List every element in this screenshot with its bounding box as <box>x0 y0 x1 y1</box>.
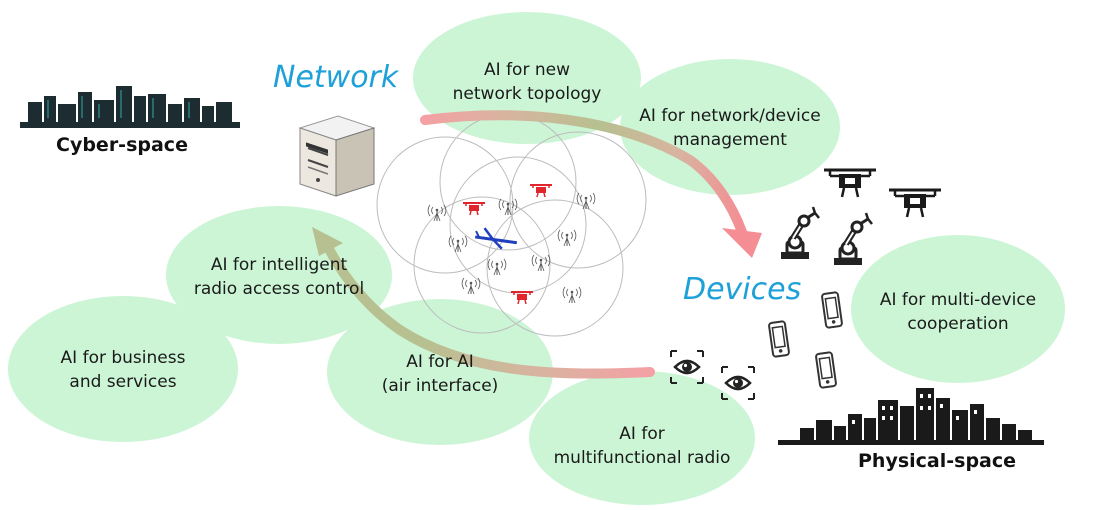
cyber-space-label: Cyber-space <box>56 134 188 156</box>
arrow-devices-to-network <box>323 242 655 379</box>
bubble-line: management <box>673 130 787 150</box>
robot-arms <box>781 207 872 265</box>
arrow-network-to-devices <box>420 110 747 237</box>
bubble-line: and services <box>69 372 177 392</box>
bubble-line: AI for new <box>484 60 570 80</box>
bubble-text-multifunctional: AI for multifunctional radio <box>542 422 742 470</box>
bubble-line: AI for business <box>60 348 186 368</box>
bubble-line: AI for intelligent <box>210 255 348 275</box>
antenna-icon <box>557 229 577 247</box>
flow-arrows <box>312 110 762 379</box>
drone-icon <box>887 188 943 219</box>
bubble-business <box>8 296 238 442</box>
drone-icon <box>529 184 553 198</box>
bubble-line: radio access control <box>193 279 365 299</box>
bubble-multi-device <box>851 235 1065 383</box>
bubble-multifunctional <box>529 371 755 505</box>
drone-icon <box>822 168 878 199</box>
bubble-air-interface <box>327 299 553 445</box>
robot-arm-icon <box>781 207 819 259</box>
bubble-line: AI for network/device <box>639 106 821 126</box>
arrow-head-network <box>312 227 343 256</box>
antenna-icon <box>487 258 507 276</box>
smartphone-icon <box>814 351 838 389</box>
drone-icon <box>510 291 534 305</box>
bubble-line: AI for AI <box>406 352 474 372</box>
bubble-line: (air interface) <box>381 376 499 396</box>
smartphone-icon <box>820 291 844 329</box>
bubble-text-air-interface: AI for AI (air interface) <box>340 350 540 398</box>
bubble-net-device-mgmt <box>620 59 840 195</box>
physical-space-label: Physical-space <box>858 450 1017 472</box>
server-icon <box>298 115 376 197</box>
arrow-head-devices <box>722 228 762 258</box>
drone-icon <box>462 202 486 216</box>
bubble-line: multifunctional radio <box>553 448 731 468</box>
bubble-text-radio-access: AI for intelligent radio access control <box>174 253 384 301</box>
robot-arm-icon <box>834 213 872 265</box>
bubble-line: network topology <box>452 84 602 104</box>
network-title: Network <box>273 60 399 95</box>
antenna-icon <box>461 277 481 295</box>
bubble-text-net-device-mgmt: AI for network/device management <box>620 104 840 152</box>
physical-skyline-icon <box>778 388 1044 445</box>
antenna-icon <box>562 286 582 304</box>
bubble-line: cooperation <box>907 314 1009 334</box>
large-drones <box>822 168 943 219</box>
bubble-line: AI for multi-device <box>879 290 1037 310</box>
antenna-icon <box>427 204 447 222</box>
bubble-line: AI for <box>619 424 665 444</box>
bubble-text-new-topology: AI for new network topology <box>427 58 627 106</box>
cyber-skyline-icon <box>20 86 240 128</box>
antenna-icon <box>576 192 596 210</box>
antenna-icon <box>498 198 518 216</box>
bubble-text-multi-device: AI for multi-device cooperation <box>858 288 1058 336</box>
devices-title: Devices <box>683 272 802 307</box>
airplane-icon <box>475 227 518 250</box>
bubble-text-business: AI for business and services <box>23 346 223 394</box>
smartphone-icon <box>767 320 791 358</box>
